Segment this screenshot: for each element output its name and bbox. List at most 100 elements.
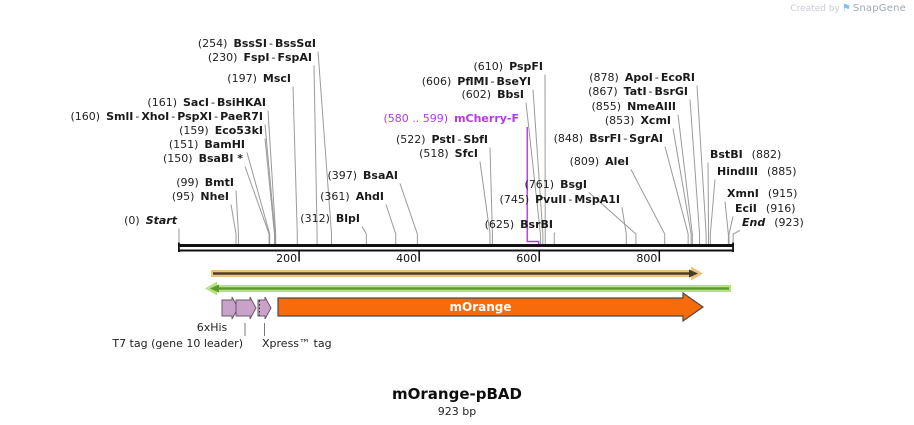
site-position: (848)	[553, 132, 584, 145]
site-leader-line	[525, 102, 541, 246]
title-block: mOrange-pBAD 923 bp	[0, 385, 914, 419]
site-label-saci[interactable]: (161)SacI-BsiHKAI	[147, 96, 266, 109]
site-position: (254)	[197, 37, 228, 50]
site-label-bsrfi[interactable]: (848)BsrFI-SgrAI	[553, 132, 663, 145]
site-label-pvuii[interactable]: (745)PvuII-MspA1I	[499, 193, 620, 206]
site-position: (518)	[419, 147, 449, 160]
enzyme-name: XcmI	[640, 114, 671, 127]
map-length: 923 bp	[437, 405, 477, 418]
orf-reverse-core-head	[210, 284, 219, 293]
site-label-end[interactable]: End(923)	[742, 216, 804, 229]
enzyme-name: NmeAIII	[627, 100, 676, 113]
enzyme-name: SbfI	[463, 133, 488, 146]
feature-label-6xhis: 6xHis	[196, 321, 228, 334]
site-position: (915)	[767, 187, 798, 200]
site-leader-line	[724, 201, 729, 246]
enzyme-name: MscI	[262, 72, 291, 85]
site-label-bsaai[interactable]: (397)BsaAI	[327, 169, 398, 182]
site-label-nhei[interactable]: (95)NheI	[172, 190, 229, 203]
site-leader-line	[728, 216, 734, 246]
site-leader-line	[621, 207, 627, 246]
enzyme-name: PstI	[431, 133, 456, 146]
site-label-hindiii[interactable]: HindIII(885)	[717, 165, 797, 178]
watermark: Created by⚑SnapGene	[790, 3, 906, 15]
sequence-ruler	[179, 244, 734, 247]
ruler-tick	[418, 251, 420, 262]
site-position: (606)	[421, 75, 452, 88]
site-label-bstbi[interactable]: BstBI (882)	[710, 148, 781, 161]
site-label-bmti[interactable]: (99)BmtI	[176, 176, 234, 189]
site-label-psti[interactable]: (522)PstI-SbfI	[395, 133, 488, 146]
enzyme-name: BbsI	[497, 88, 524, 101]
site-label-fspi[interactable]: (230)FspI-FspAI	[207, 51, 312, 64]
enzyme-name: BsaAI	[363, 169, 398, 182]
site-leader-line	[664, 146, 689, 246]
enzyme-name: PflMI	[457, 75, 489, 88]
site-label-tati[interactable]: (867)TatI-BsrGI	[588, 85, 688, 98]
enzyme-name: Start	[145, 214, 177, 227]
feature-arrow-6xhis[interactable]	[221, 296, 239, 320]
site-label-xcmi[interactable]: (853)XcmI	[605, 114, 671, 127]
site-label-pspfi[interactable]: (610)PspFI	[474, 60, 544, 73]
site-leader-line	[689, 99, 701, 246]
watermark-created-by: Created by	[790, 4, 840, 14]
feature-arrow-morange[interactable]	[277, 291, 705, 323]
site-label-msci[interactable]: (197)MscI	[227, 72, 291, 85]
feature-arrow-t7-tag-gene-10-leader[interactable]	[235, 296, 257, 320]
ruler-end-cap	[732, 242, 734, 252]
site-label-alei[interactable]: (809)AleI	[570, 155, 629, 168]
site-position: (312)	[300, 212, 330, 225]
site-label-blpi[interactable]: (312) BlpI	[300, 212, 360, 225]
enzyme-name: BlpI	[335, 212, 360, 225]
site-leader-line	[479, 161, 491, 246]
feature-label-xpress-tag: Xpress™ tag	[262, 337, 332, 350]
site-label-pflmi[interactable]: (606)PflMI-BseYI	[421, 75, 531, 88]
site-position: (159)	[179, 124, 209, 137]
site-position: (602)	[461, 88, 492, 101]
enzyme-name: BstBI	[710, 148, 743, 161]
site-label-apoi[interactable]: (878)ApoI-EcoRI	[589, 71, 695, 84]
site-position: (99)	[176, 176, 199, 189]
site-label-bsabi[interactable]: (150)BsaBI *	[163, 152, 243, 165]
orf-forward-core-line	[213, 272, 689, 275]
site-label-bsrbi[interactable]: (625)BsrBI	[485, 218, 553, 231]
site-label-eco53ki[interactable]: (159)Eco53kI	[179, 124, 263, 137]
site-position: (761)	[524, 178, 555, 191]
site-label-ecii[interactable]: EciI(916)	[735, 202, 796, 215]
site-leader-line	[230, 204, 237, 246]
primer-range: (580 .. 599)	[383, 112, 449, 125]
ruler-tick-label: 800	[636, 252, 658, 265]
primer-name: mCherry-F	[454, 112, 519, 125]
enzyme-name: BsrGI	[654, 85, 688, 98]
site-leader-line	[361, 226, 367, 246]
site-leader-line	[677, 114, 693, 246]
site-label-sfci[interactable]: (518)SfcI	[419, 147, 478, 160]
sequence-ruler	[179, 249, 734, 252]
site-position: (809)	[569, 155, 600, 168]
enzyme-name: End	[742, 216, 766, 229]
site-position: (882)	[751, 148, 782, 161]
site-label-bsgi[interactable]: (761)BsgI	[525, 178, 588, 191]
site-label-start[interactable]: (0)Start	[124, 214, 177, 227]
site-label-smli[interactable]: (160)SmlI-XhoI-PspXI-PaeR7I	[70, 110, 263, 123]
site-label-bsssi[interactable]: (254)BssSI-BssSαI	[197, 37, 316, 50]
site-label-bamhi[interactable]: (151)BamHI	[169, 138, 245, 151]
site-leader-line	[292, 86, 298, 246]
enzyme-name: EcoRI	[660, 71, 695, 84]
enzyme-name: BsaBI *	[198, 152, 243, 165]
site-label-bbsi[interactable]: (602) BbsI	[462, 88, 525, 101]
site-label-ahdi[interactable]: (361)AhdI	[320, 190, 384, 203]
ruler-tick	[658, 251, 661, 262]
site-position: (95)	[171, 190, 195, 203]
map-title: mOrange-pBAD	[392, 385, 522, 403]
site-label-xmni[interactable]: XmnI(915)	[727, 187, 797, 200]
orf-forward-core-head	[689, 269, 698, 278]
site-leader-line	[399, 183, 418, 246]
feature-arrow-xpress-tag[interactable]	[257, 296, 272, 320]
site-leader-line	[553, 232, 556, 246]
site-label-nmeaiii[interactable]: (855)NmeAIII	[591, 100, 676, 113]
primer-label-mcherry-f[interactable]: (580 .. 599) mCherry-F	[384, 112, 520, 125]
site-leader-line	[707, 162, 710, 246]
